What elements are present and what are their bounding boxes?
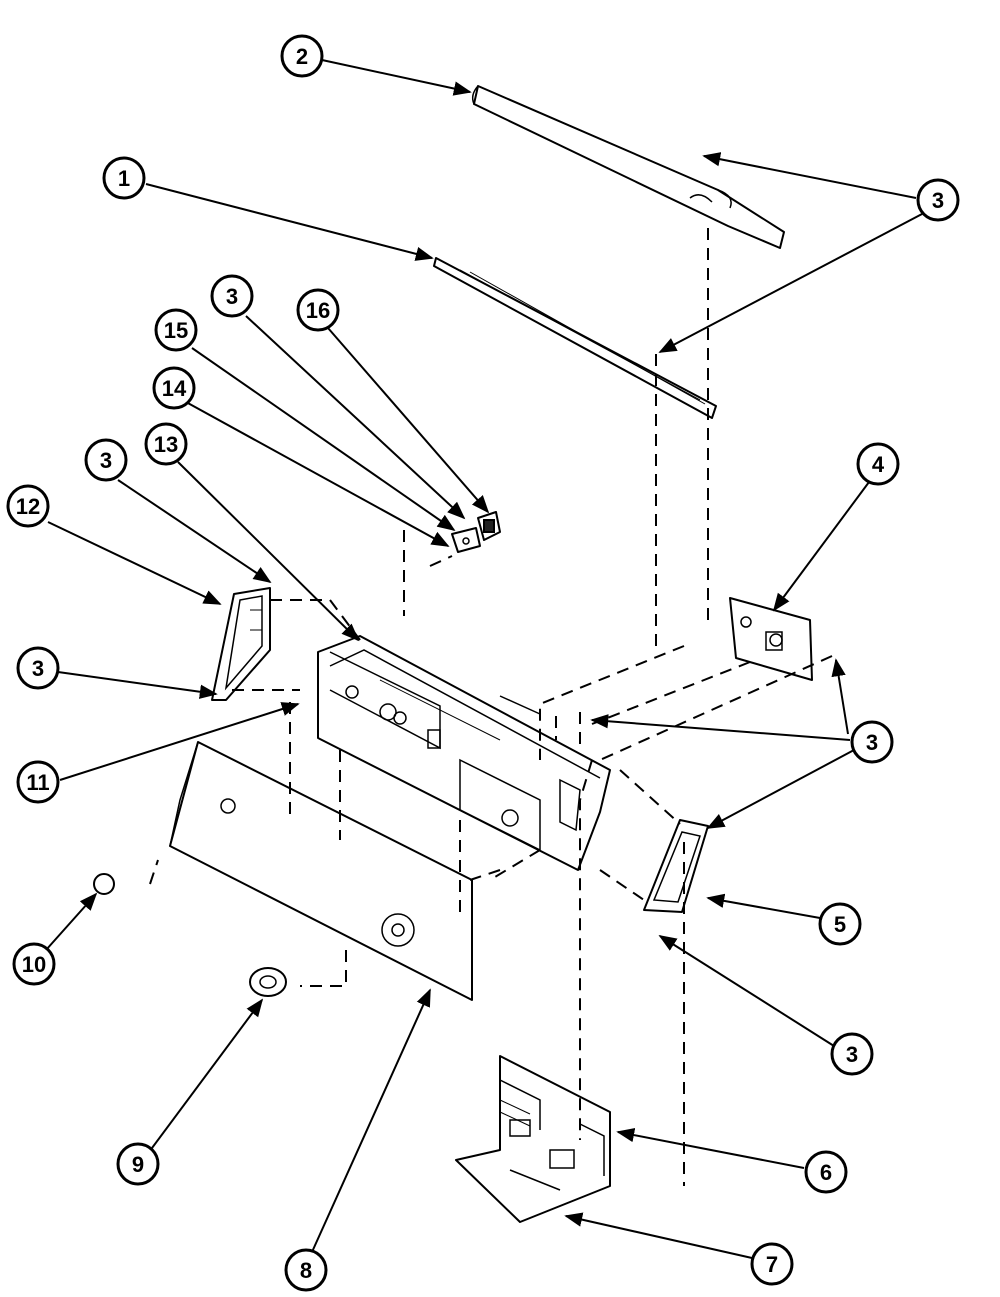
leader-lines — [45, 59, 923, 1259]
callout-11: 11 — [16, 760, 60, 804]
callout-13: 13 — [144, 422, 188, 466]
callout-label: 3 — [32, 656, 44, 681]
callout-1: 1 — [102, 156, 146, 200]
callout-label: 6 — [820, 1160, 832, 1185]
part-1-trim-strip — [433, 257, 717, 419]
callout-label: 9 — [132, 1152, 144, 1177]
part-11-control-panel — [317, 635, 611, 871]
part-2-top-cover — [471, 85, 785, 249]
callout-label: 15 — [164, 318, 188, 343]
callout-label: 13 — [154, 432, 178, 457]
callout-label: 16 — [306, 298, 330, 323]
assembly-lines — [149, 228, 833, 1186]
callout-label: 1 — [118, 166, 130, 191]
callout-label: 10 — [22, 952, 46, 977]
part-10-knob — [93, 873, 115, 895]
callout-16: 16 — [296, 288, 340, 332]
part-12-left-end-cap — [211, 587, 271, 701]
callout-label: 3 — [226, 284, 238, 309]
callout-label: 11 — [26, 770, 49, 795]
callout-label: 2 — [296, 44, 308, 69]
callout-label: 3 — [100, 448, 112, 473]
callout-6: 6 — [804, 1150, 848, 1194]
callout-12: 12 — [6, 484, 50, 528]
callout-8: 8 — [284, 1248, 328, 1292]
callout-3-left-lower: 3 — [16, 646, 60, 690]
callout-3-right-middle: 3 — [850, 720, 894, 764]
callout-label: 3 — [932, 188, 944, 213]
callout-4: 4 — [856, 442, 900, 486]
callout-10: 10 — [12, 942, 56, 986]
callout-3-top-right: 3 — [916, 178, 960, 222]
callout-label: 4 — [872, 452, 885, 477]
callout-label: 3 — [846, 1042, 858, 1067]
part-15-14-clip — [451, 527, 481, 553]
part-16-switch — [477, 511, 501, 541]
part-4-bracket — [729, 597, 813, 681]
callout-label: 5 — [834, 912, 846, 937]
callout-2: 2 — [280, 34, 324, 78]
callout-3-upper-middle: 3 — [210, 274, 254, 318]
callout-14: 14 — [152, 366, 196, 410]
callout-3-right-lower: 3 — [830, 1032, 874, 1076]
callout-label: 14 — [162, 376, 187, 401]
callout-7: 7 — [750, 1242, 794, 1286]
part-8-front-panel — [169, 741, 473, 1001]
callout-label: 7 — [766, 1252, 778, 1277]
callout-15: 15 — [154, 308, 198, 352]
callout-label: 3 — [866, 730, 878, 755]
callout-label: 8 — [300, 1258, 312, 1283]
callout-3-left-upper: 3 — [84, 438, 128, 482]
callout-9: 9 — [116, 1142, 160, 1186]
callout-5: 5 — [818, 902, 862, 946]
part-9-dial-knob — [249, 967, 287, 997]
part-6-7-lower-bracket — [455, 1055, 611, 1223]
callout-label: 12 — [16, 494, 40, 519]
part-5-right-end-cap — [643, 819, 709, 913]
